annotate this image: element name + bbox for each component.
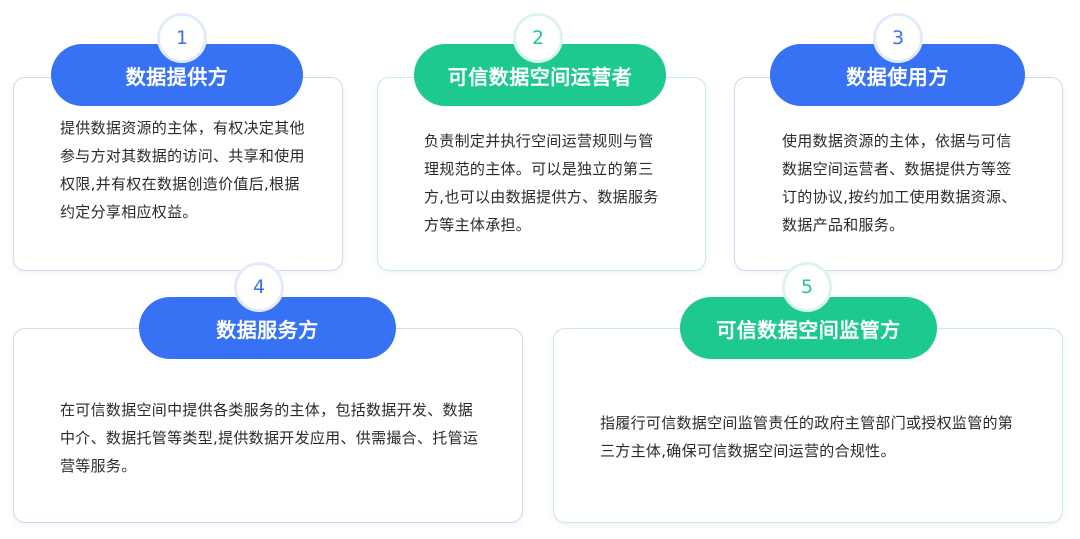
role-card-data-user	[734, 77, 1063, 271]
role-description-space-regulator: 指履行可信数据空间监管责任的政府主管部门或授权监管的第三方主体,确保可信数据空间…	[600, 414, 1014, 460]
role-description-space-operator: 负责制定并执行空间运营规则与管理规范的主体。可以是独立的第三方,也可以由数据提供…	[424, 132, 659, 234]
role-number-badge-5: 5	[782, 262, 832, 312]
role-card-data-provider	[13, 77, 343, 271]
role-number-badge-4: 4	[234, 262, 284, 312]
role-description-data-provider: 提供数据资源的主体，有权决定其他参与方对其数据的访问、共享和使用权限,并有权在数…	[60, 119, 305, 221]
role-description-data-user: 使用数据资源的主体，依据与可信数据空间运营者、数据提供方等签订的协议,按约加工使…	[782, 132, 1017, 234]
role-card-space-regulator	[553, 328, 1063, 523]
role-number-badge-2: 2	[513, 13, 563, 63]
role-number-badge-3: 3	[873, 13, 923, 63]
role-card-data-service-provider	[13, 328, 523, 523]
role-number-badge-1: 1	[157, 13, 207, 63]
role-description-data-service-provider: 在可信数据空间中提供各类服务的主体，包括数据开发、数据中介、数据托管等类型,提供…	[60, 401, 479, 475]
